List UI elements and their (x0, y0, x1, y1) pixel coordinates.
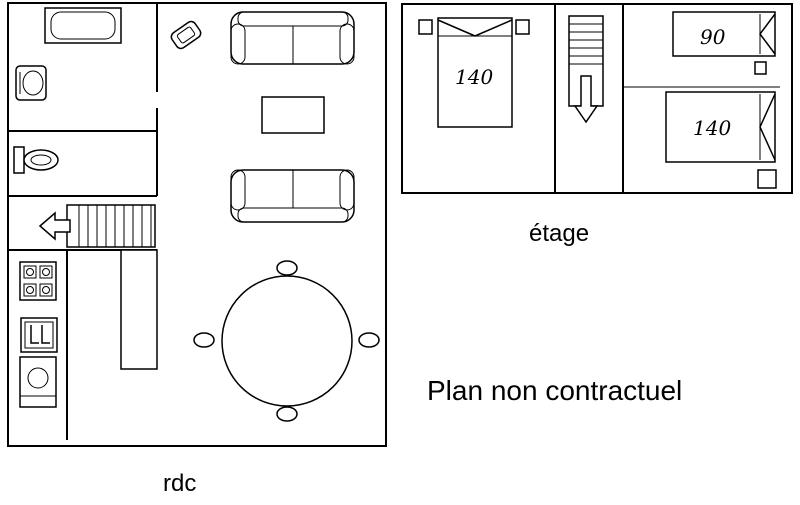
stove-icon (19, 261, 57, 301)
armchair-icon (170, 20, 202, 50)
bed-size-label: 140 (693, 116, 731, 140)
sofa-icon (230, 169, 355, 223)
bed-size-label: 140 (455, 65, 493, 89)
ground-floor-outer-wall (7, 2, 387, 447)
washing-machine-icon (19, 356, 57, 408)
staircase-icon (66, 204, 156, 248)
bed-size-label: 90 (700, 25, 726, 49)
table-icon (221, 275, 353, 407)
bed-icon: 90 (672, 11, 776, 75)
bed-icon: 140 (418, 17, 530, 128)
dishwasher-icon (20, 317, 58, 353)
chair-icon (276, 260, 298, 276)
sofa-icon (230, 11, 355, 65)
chair-icon (276, 406, 298, 422)
upper-floor-outer-wall (401, 3, 793, 194)
bed-icon: 140 (665, 91, 777, 189)
upper-floor-caption: étage (529, 220, 590, 247)
washbasin-icon (15, 65, 47, 101)
toilet-icon (13, 146, 59, 174)
disclaimer-note: Plan non contractuel (427, 375, 683, 406)
kitchen-counter (120, 249, 158, 370)
chair-icon (193, 332, 215, 348)
ground-floor-caption: rdc (163, 470, 197, 497)
bathtub-icon (44, 7, 122, 44)
stair-direction-arrow-icon (573, 75, 599, 124)
stair-direction-arrow-icon (38, 211, 71, 241)
chair-icon (358, 332, 380, 348)
coffee-table-icon (261, 96, 325, 134)
upper-floor (401, 3, 793, 194)
